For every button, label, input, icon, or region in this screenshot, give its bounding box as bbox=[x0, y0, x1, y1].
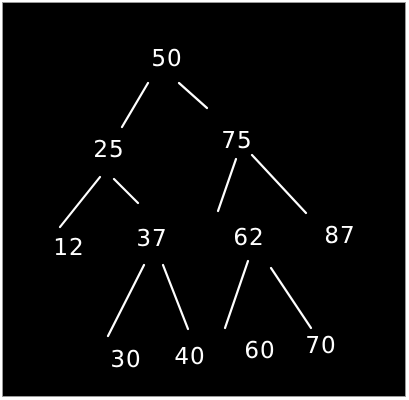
tree-nodes: 50 25 75 12 37 62 87 30 40 60 70 bbox=[53, 46, 355, 373]
tree-diagram: 50 25 75 12 37 62 87 30 40 60 70 bbox=[53, 46, 355, 373]
edge-50-75 bbox=[177, 81, 209, 110]
edge-62-70 bbox=[269, 266, 313, 330]
node-50: 50 bbox=[151, 46, 182, 72]
node-12: 12 bbox=[53, 235, 84, 261]
chalkboard-canvas: 50 25 75 12 37 62 87 30 40 60 70 bbox=[2, 2, 406, 397]
edge-37-40 bbox=[161, 263, 190, 331]
node-30: 30 bbox=[110, 347, 141, 373]
edge-25-37 bbox=[112, 177, 140, 205]
node-62: 62 bbox=[233, 225, 264, 251]
node-75: 75 bbox=[221, 128, 252, 154]
edge-50-25 bbox=[120, 81, 150, 129]
edge-75-87 bbox=[250, 153, 308, 215]
edge-37-30 bbox=[106, 263, 146, 338]
edge-75-62 bbox=[216, 157, 238, 213]
node-87: 87 bbox=[324, 223, 355, 249]
node-25: 25 bbox=[93, 137, 124, 163]
node-37: 37 bbox=[136, 226, 167, 252]
tree-edges bbox=[58, 81, 313, 338]
node-40: 40 bbox=[174, 344, 205, 370]
edge-62-60 bbox=[223, 259, 250, 330]
node-60: 60 bbox=[244, 338, 275, 364]
node-70: 70 bbox=[305, 333, 336, 359]
edge-25-12 bbox=[58, 175, 102, 229]
